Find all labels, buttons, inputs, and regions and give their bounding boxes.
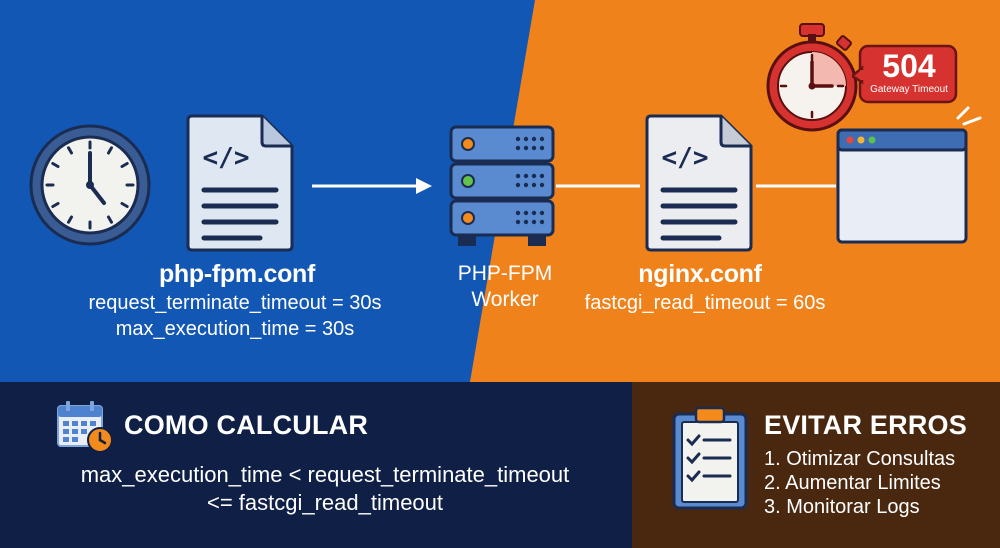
svg-text:</>: </> — [203, 143, 250, 173]
calc-title: COMO CALCULAR — [124, 410, 369, 440]
error-text: Gateway Timeout — [870, 84, 948, 95]
alert-marks-icon — [956, 106, 982, 126]
error-code: 504 — [882, 48, 936, 84]
server-icon — [449, 125, 555, 246]
calc-line2: <= fastcgi_read_timeout — [206, 490, 444, 515]
error-badge-shape — [852, 44, 958, 104]
worker-line1: PHP-FPM — [457, 262, 553, 285]
calendar-clock-icon — [57, 401, 113, 453]
code-file-icon: </> — [645, 114, 753, 252]
calc-line1: max_execution_time < request_terminate_t… — [80, 462, 570, 487]
php-fpm-title: php-fpm.conf — [158, 260, 316, 288]
clock-icon — [29, 124, 151, 246]
avoid-item: 2. Aumentar Limites — [764, 472, 941, 494]
nginx-title: nginx.conf — [638, 260, 762, 288]
avoid-item: 3. Monitorar Logs — [764, 496, 920, 518]
code-file-icon: </> — [186, 114, 294, 252]
worker-line2: Worker — [471, 288, 539, 311]
svg-text:</>: </> — [662, 143, 709, 173]
stopwatch-icon — [766, 23, 858, 132]
avoid-title: EVITAR ERROS — [764, 410, 967, 440]
browser-window-icon — [836, 128, 968, 244]
nginx-line1: fastcgi_read_timeout = 60s — [584, 292, 826, 314]
php-fpm-line1: request_terminate_timeout = 30s — [88, 292, 382, 314]
checklist-icon — [672, 406, 748, 510]
arrow-head — [416, 178, 432, 194]
avoid-item: 1. Otimizar Consultas — [764, 448, 956, 470]
php-fpm-line2: max_execution_time = 30s — [115, 318, 355, 340]
